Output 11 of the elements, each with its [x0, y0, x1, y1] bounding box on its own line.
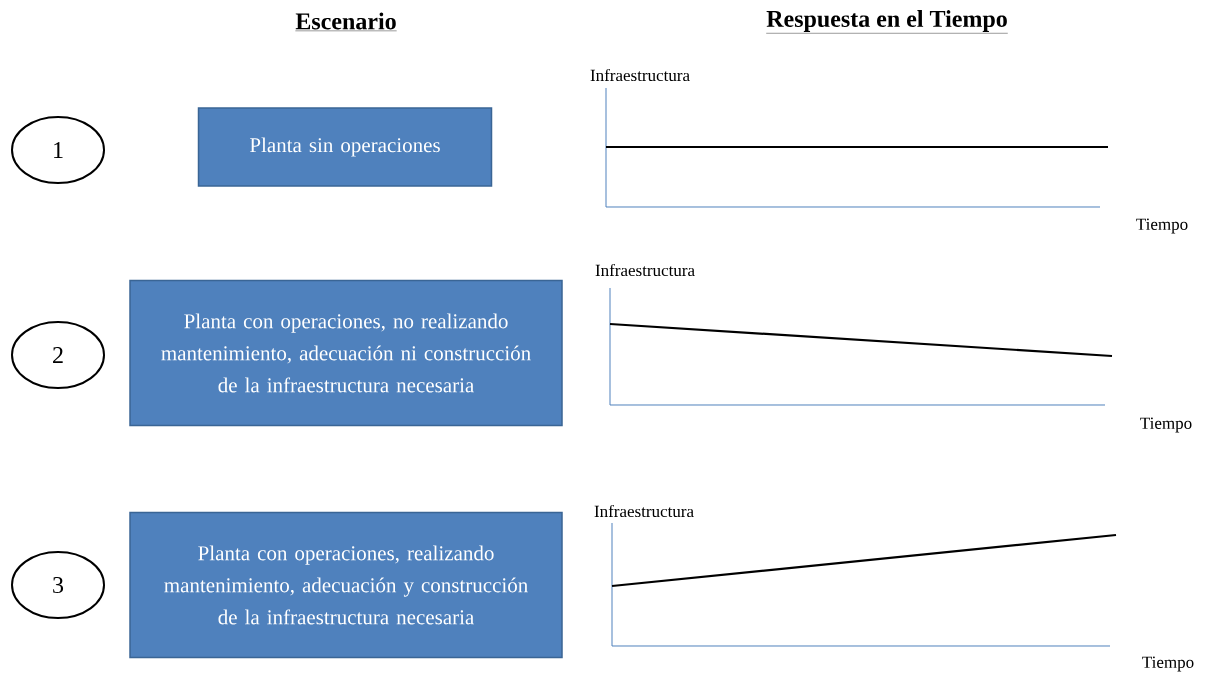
axis-label: Tiempo	[1140, 417, 1192, 433]
scenario-box: Planta con operaciones, no realizando mantenimiento, adecuación ni construcción de la infraestructura necesaria	[129, 279, 563, 427]
axis-label: Infraestructura	[590, 68, 690, 82]
scenario-box: Planta con operaciones, realizando mantenimiento, adecuación y construcción de la infraestructura necesaria	[129, 511, 563, 659]
axis-label: Tiempo	[1142, 656, 1194, 672]
axis-label: Infraestructura	[595, 263, 695, 277]
axis-label: Tiempo	[1136, 218, 1188, 234]
scenario-box: Planta sin operaciones	[197, 107, 493, 187]
column-heading: Respuesta en el Tiempo	[766, 10, 1008, 34]
axis-label: Infraestructura	[594, 504, 694, 518]
column-heading: Escenario	[295, 12, 397, 32]
